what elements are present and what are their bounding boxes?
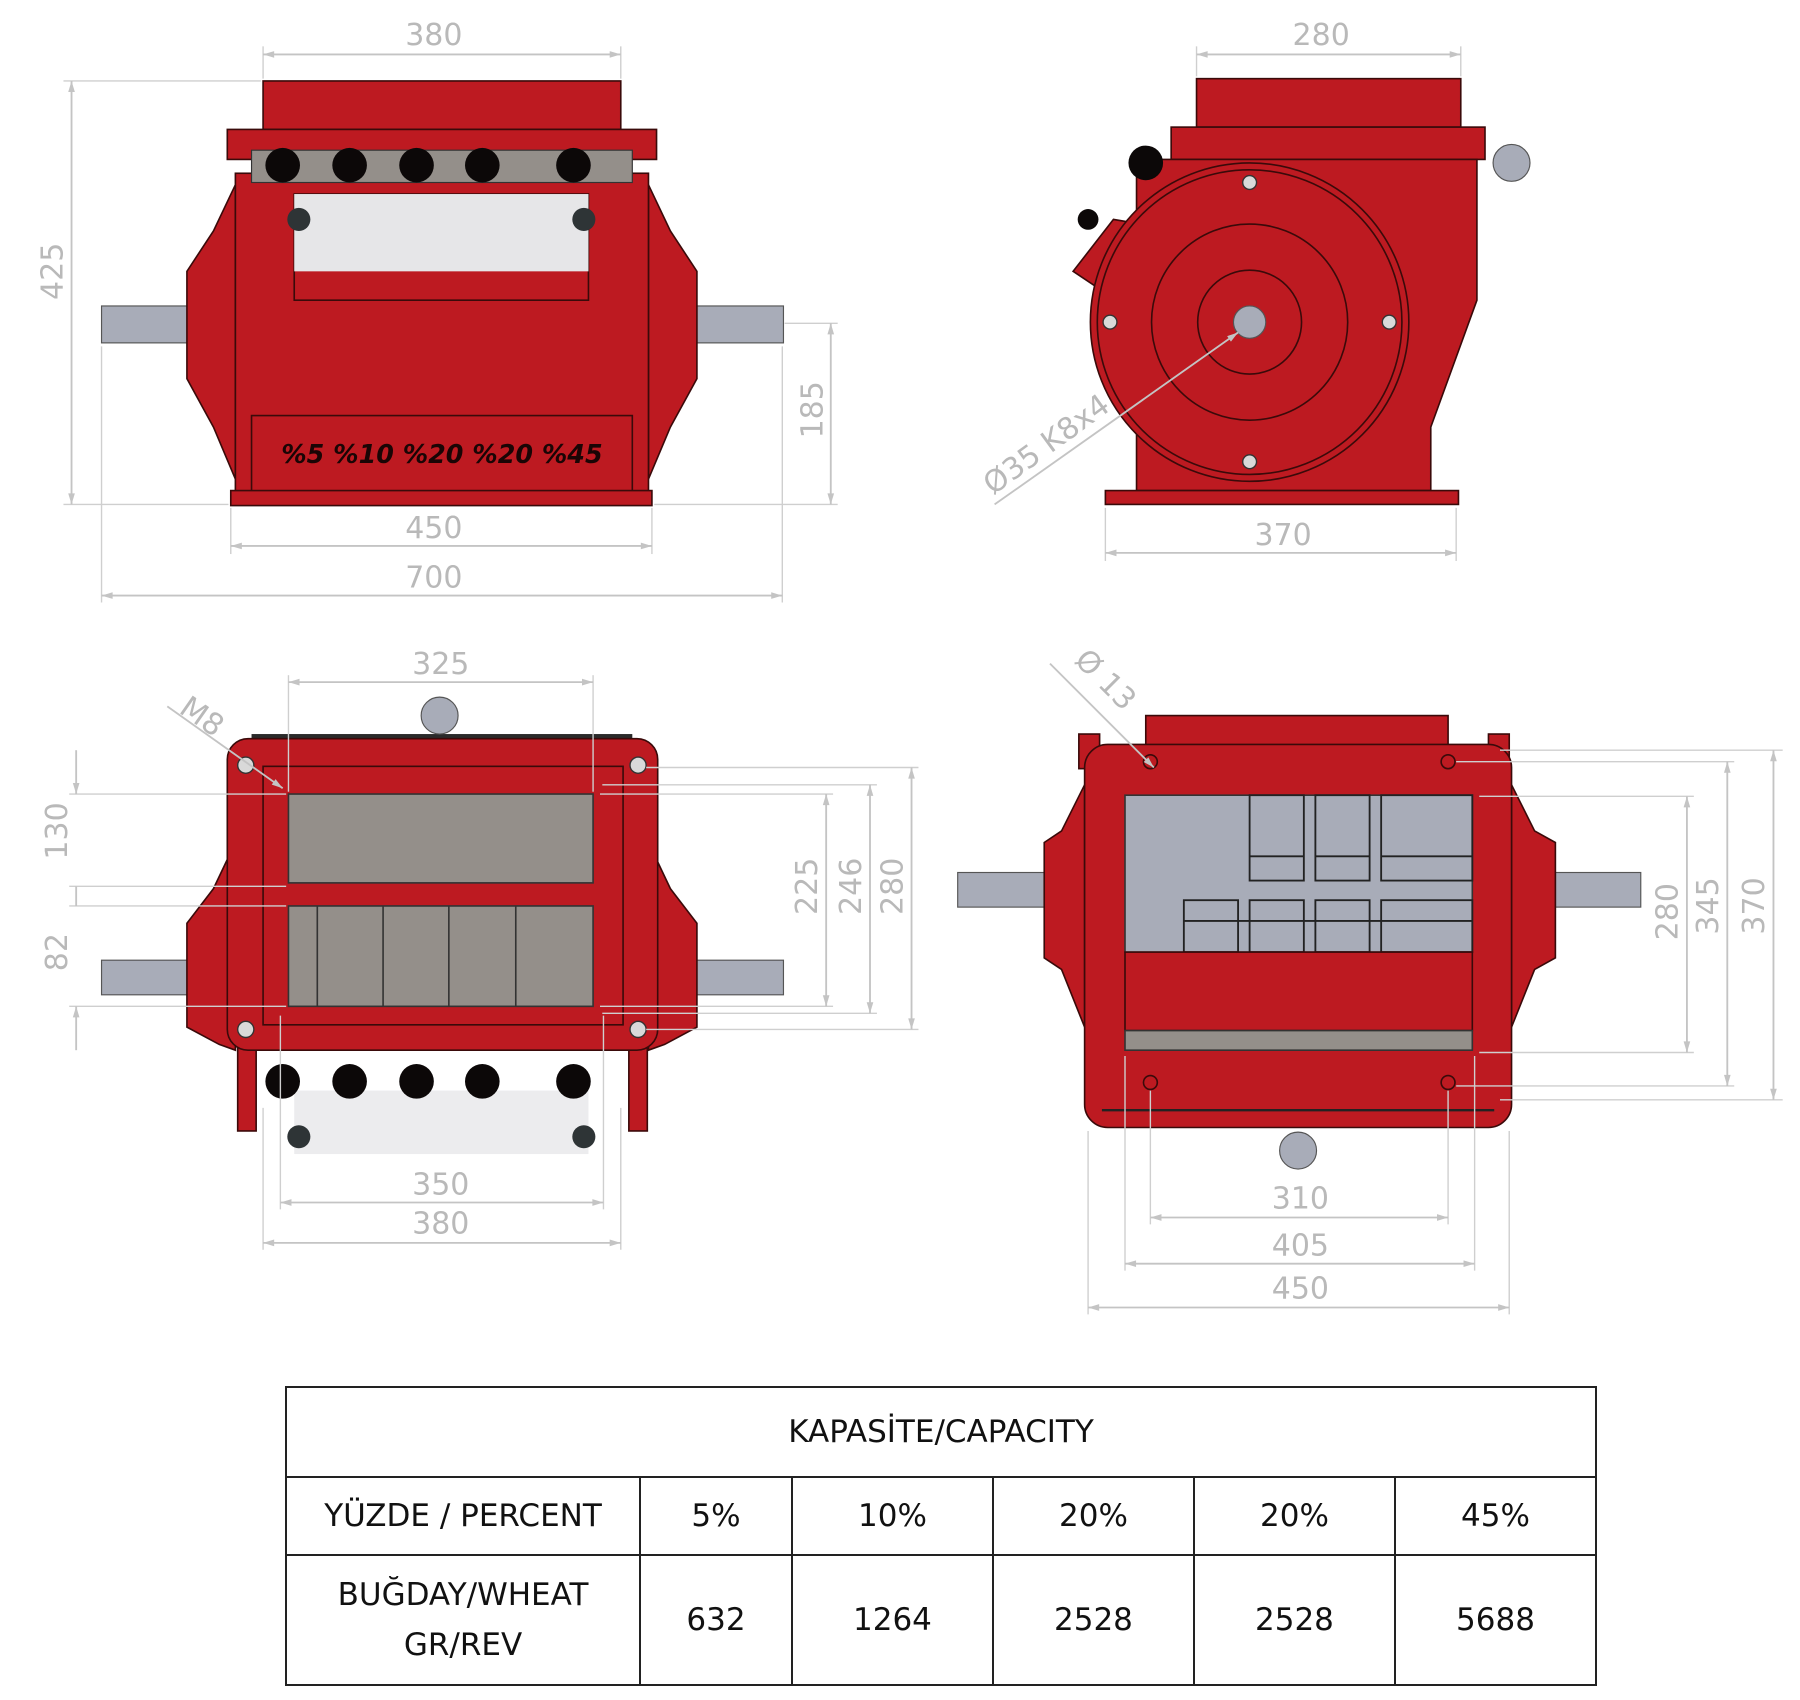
dim-225: 225 xyxy=(790,858,825,915)
dim-450: 450 xyxy=(405,511,462,546)
upper-outlet xyxy=(287,793,594,884)
right-side-cover xyxy=(1510,784,1557,1028)
wheat-cell: 1264 xyxy=(790,1554,994,1686)
shaft-callout: Ø35 K8x4 xyxy=(977,387,1116,502)
dim-325: 325 xyxy=(412,647,469,682)
dim-280: 280 xyxy=(875,858,910,915)
shaft-leader xyxy=(994,331,1239,506)
left-shaft xyxy=(957,871,1046,908)
dim-310: 310 xyxy=(1272,1181,1329,1216)
front-view: %5 %10 %20 %20 %45 380 425 185 450 700 xyxy=(35,18,838,603)
base-plate xyxy=(229,489,653,507)
knob-icon[interactable] xyxy=(287,1125,311,1149)
top-flange xyxy=(1170,126,1486,161)
dim-405: 405 xyxy=(1272,1229,1329,1264)
right-shaft xyxy=(1552,871,1642,908)
wheat-label-line2: GR/REV xyxy=(403,1627,523,1663)
rotor-pockets xyxy=(265,1064,591,1099)
rotor-pockets xyxy=(265,147,591,183)
wheat-label: BUĞDAY/WHEAT GR/REV xyxy=(285,1554,641,1686)
knob-icon[interactable] xyxy=(1077,209,1099,230)
wheat-label-line1: BUĞDAY/WHEAT xyxy=(337,1577,589,1613)
right-side-cover xyxy=(647,184,698,480)
left-side-cover xyxy=(186,842,237,1052)
dim-345: 345 xyxy=(1691,877,1726,934)
table-row: BUĞDAY/WHEAT GR/REV 632 1264 2528 2528 56… xyxy=(285,1554,1598,1686)
knob-icon[interactable] xyxy=(572,1125,596,1149)
bottom-view: 325 M8 130 82 225 246 280 350 380 xyxy=(40,647,919,1250)
capacity-table: KAPASİTE/CAPACITY YÜZDE / PERCENT 5% 10%… xyxy=(285,1386,1598,1686)
table-row: YÜZDE / PERCENT 5% 10% 20% 20% 45% xyxy=(285,1476,1598,1556)
thread-callout: M8 xyxy=(173,690,230,744)
left-shaft xyxy=(100,959,190,996)
table-title: KAPASİTE/CAPACITY xyxy=(285,1386,1597,1478)
wheat-cell: 2528 xyxy=(991,1554,1195,1686)
dim-380: 380 xyxy=(405,18,462,53)
knob-icon[interactable] xyxy=(287,207,311,231)
right-shaft xyxy=(695,305,785,344)
percent-label: YÜZDE / PERCENT xyxy=(285,1476,641,1556)
side-view: 280 370 Ø35 K8x4 xyxy=(977,18,1531,561)
wheat-cell: 2528 xyxy=(1192,1554,1396,1686)
wheat-cell: 632 xyxy=(639,1554,793,1686)
knob-icon[interactable] xyxy=(1492,143,1531,182)
inlet-hopper xyxy=(1144,714,1449,749)
shaft-end xyxy=(1232,305,1267,339)
left-side-cover xyxy=(1043,784,1086,1028)
top-view: Ø 13 280 345 370 310 405 450 xyxy=(957,642,1783,1315)
knob-icon[interactable] xyxy=(572,207,596,231)
percent-marking: %5 %10 %20 %20 %45 xyxy=(281,439,602,469)
dim-450: 450 xyxy=(1272,1271,1329,1306)
sight-window xyxy=(294,1090,589,1155)
dim-130: 130 xyxy=(40,802,75,859)
percent-cell: 10% xyxy=(790,1476,994,1556)
right-side-cover xyxy=(647,842,698,1052)
dim-280: 280 xyxy=(1651,883,1686,940)
sight-window xyxy=(294,194,589,272)
wheat-cell: 5688 xyxy=(1393,1554,1598,1686)
percent-cell: 5% xyxy=(639,1476,793,1556)
knob-icon[interactable] xyxy=(420,696,459,735)
gate-plate xyxy=(1124,1029,1474,1051)
dim-185: 185 xyxy=(796,381,831,438)
right-shaft xyxy=(695,959,785,996)
dim-246: 246 xyxy=(834,858,869,915)
dim-370: 370 xyxy=(1737,877,1772,934)
dim-700: 700 xyxy=(405,561,462,596)
dim-380: 380 xyxy=(412,1207,469,1242)
dim-370: 370 xyxy=(1254,518,1311,553)
dim-280: 280 xyxy=(1293,18,1350,53)
hole-callout: Ø 13 xyxy=(1068,642,1143,717)
percent-cell: 20% xyxy=(1192,1476,1396,1556)
knob-icon[interactable] xyxy=(1128,145,1164,181)
rotor-window xyxy=(1124,794,1474,953)
knob-icon[interactable] xyxy=(1279,1131,1318,1170)
left-side-cover xyxy=(186,184,237,480)
dim-425: 425 xyxy=(35,243,70,300)
dim-350: 350 xyxy=(412,1167,469,1202)
inlet-hopper xyxy=(1195,77,1462,128)
left-shaft xyxy=(100,305,190,344)
base-plate xyxy=(1104,489,1460,506)
percent-cell: 45% xyxy=(1393,1476,1598,1556)
percent-cell: 20% xyxy=(991,1476,1195,1556)
lower-outlet xyxy=(287,905,594,1008)
inlet-hopper xyxy=(262,80,622,131)
dim-82: 82 xyxy=(40,933,75,971)
